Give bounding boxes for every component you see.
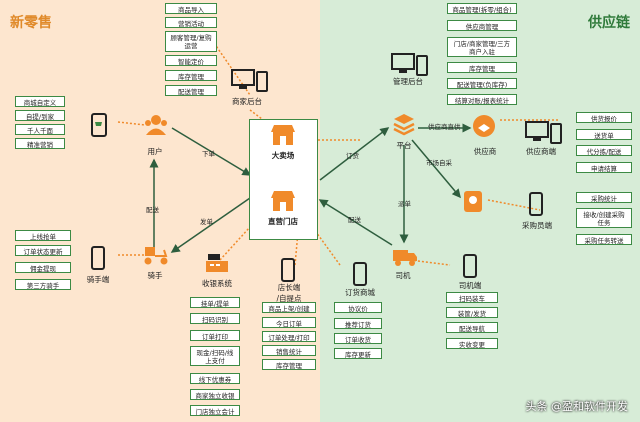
supplier-hand-icon [473, 115, 495, 137]
delivery-left-label: 配送 [146, 206, 159, 214]
pickup-label: 派单 [398, 200, 411, 208]
merchant-feature-item: 库存管理 [165, 70, 217, 81]
store-manager-label: 店长端 /自提点 [276, 283, 302, 303]
new-retail-title: 新零售 [10, 15, 52, 31]
supply-chain-title: 供应链 [588, 15, 630, 31]
pos-label: 收银系统 [202, 279, 232, 288]
supplier-feature-item: 供货报价 [576, 112, 632, 123]
mgmt-feature-item: 商品管理(拆零/组合) [447, 3, 517, 14]
rider-app-label: 骑手端 [86, 275, 110, 284]
user-group-icon [145, 115, 167, 135]
mobile-icon [91, 246, 105, 270]
pos-feature-item: 门店独立会计 [190, 405, 240, 416]
scooter-icon [144, 247, 168, 265]
place-order-label: 下单 [202, 150, 215, 158]
pos-feature-item: 订单打印 [190, 330, 240, 341]
order-mall-feature-item: 推荐订货 [334, 318, 382, 329]
rider-feature-item: 订单状态更新 [15, 245, 71, 256]
store-icon [271, 125, 295, 145]
user-feature-item: 精准营销 [15, 138, 65, 149]
store-feature-item: 订单处理/打印 [262, 331, 316, 342]
merchant-feature-item: 顾客管理/复购 运营 [165, 31, 217, 52]
pos-feature-item: 扫码识别 [190, 313, 240, 324]
direct-store-label: 直营门店 [268, 217, 298, 226]
mobile-icon [353, 262, 367, 286]
pos-feature-item: 线下优惠券 [190, 373, 240, 384]
delivery-right-label: 配送 [348, 216, 361, 224]
pos-feature-item: 现金/扫码/线 上支付 [190, 346, 240, 366]
ship-label: 发单 [200, 218, 213, 226]
user-label: 用户 [147, 147, 163, 156]
user-feature-item: 千人千面 [15, 124, 65, 135]
platform-label: 平台 [396, 141, 412, 150]
purchaser-badge-icon [464, 191, 482, 212]
order-mall-feature-item: 订单收货 [334, 333, 382, 344]
user-feature-item: 商城自定义 [15, 96, 65, 107]
order-mall-feature-item: 库存更新 [334, 348, 382, 359]
store-feature-item: 商品上架/创建 [262, 302, 316, 313]
rider-feature-item: 上线抢单 [15, 230, 71, 241]
store-feature-item: 今日订单 [262, 317, 316, 328]
purchaser-app-label: 采购员端 [522, 221, 552, 230]
merchant-feature-item: 营销活动 [165, 17, 217, 28]
desktop-mobile-icon [231, 69, 268, 92]
mgmt-feature-item: 库存管理 [447, 62, 517, 73]
truck-icon [393, 250, 417, 266]
order-mall-feature-item: 协议价 [334, 302, 382, 313]
purchaser-feature-item: 采购统计 [576, 192, 632, 203]
order-goods-label: 订货 [346, 152, 359, 160]
desktop-mobile-icon [525, 121, 562, 144]
driver-label: 司机 [395, 271, 411, 280]
mobile-icon [529, 192, 543, 216]
store-feature-item: 销售统计 [262, 345, 316, 356]
mobile-cart-icon [91, 113, 107, 137]
desktop-mobile-icon [391, 53, 428, 76]
mgmt-feature-item: 门店/商家管理/三方 商户入驻 [447, 37, 517, 57]
rider-feature-item: 第三方骑手 [15, 279, 71, 290]
watermark: 头条 @盈和软件开发 [525, 400, 629, 413]
mgmt-feature-item: 配送管理(负库存) [447, 78, 517, 89]
merchant-feature-item: 配送管理 [165, 85, 217, 96]
driver-app-label: 司机端 [458, 281, 482, 290]
mobile-icon [281, 258, 295, 282]
driver-feature-item: 扫码装车 [446, 292, 498, 303]
cash-register-icon [206, 254, 228, 272]
pos-feature-item: 挂单/提单 [190, 297, 240, 308]
supplier-direct-label: 供应商直供 [428, 123, 461, 131]
store-feature-item: 库存管理 [262, 359, 316, 370]
merchant-feature-item: 商品导入 [165, 3, 217, 14]
rider-label: 骑手 [147, 271, 163, 280]
user-feature-item: 自提/到家 [15, 110, 65, 121]
market-purchase-label: 市场自采 [426, 159, 452, 167]
supplier-feature-item: 代分拣/配送 [576, 145, 632, 156]
hypermarket-label: 大卖场 [271, 151, 295, 160]
driver-feature-item: 实收变更 [446, 338, 498, 349]
purchaser-feature-item: 接收/创建采购 任务 [576, 208, 632, 228]
mgmt-feature-item: 结算对账/报表统计 [447, 94, 517, 105]
merchant-feature-item: 智能定价 [165, 55, 217, 66]
purchaser-feature-item: 采购任务转送 [576, 234, 632, 245]
layers-icon [393, 114, 415, 136]
mgmt-feature-item: 供应商管理 [447, 20, 517, 31]
supplier-app-label: 供应商端 [526, 147, 556, 156]
pos-feature-item: 商家独立收银 [190, 389, 240, 400]
supplier-feature-item: 申请结算 [576, 162, 632, 173]
rider-feature-item: 佣金提现 [15, 262, 71, 273]
supplier-label: 供应商 [473, 147, 497, 156]
driver-feature-item: 装筐/发货 [446, 307, 498, 318]
merchant-backend-label: 商家后台 [232, 97, 262, 106]
mgmt-backend-label: 管理后台 [393, 77, 423, 86]
mobile-icon [463, 254, 477, 278]
supplier-feature-item: 送货单 [576, 129, 632, 140]
store-icon [271, 191, 295, 211]
order-mall-label: 订货商城 [345, 288, 375, 297]
driver-feature-item: 配送导航 [446, 322, 498, 333]
